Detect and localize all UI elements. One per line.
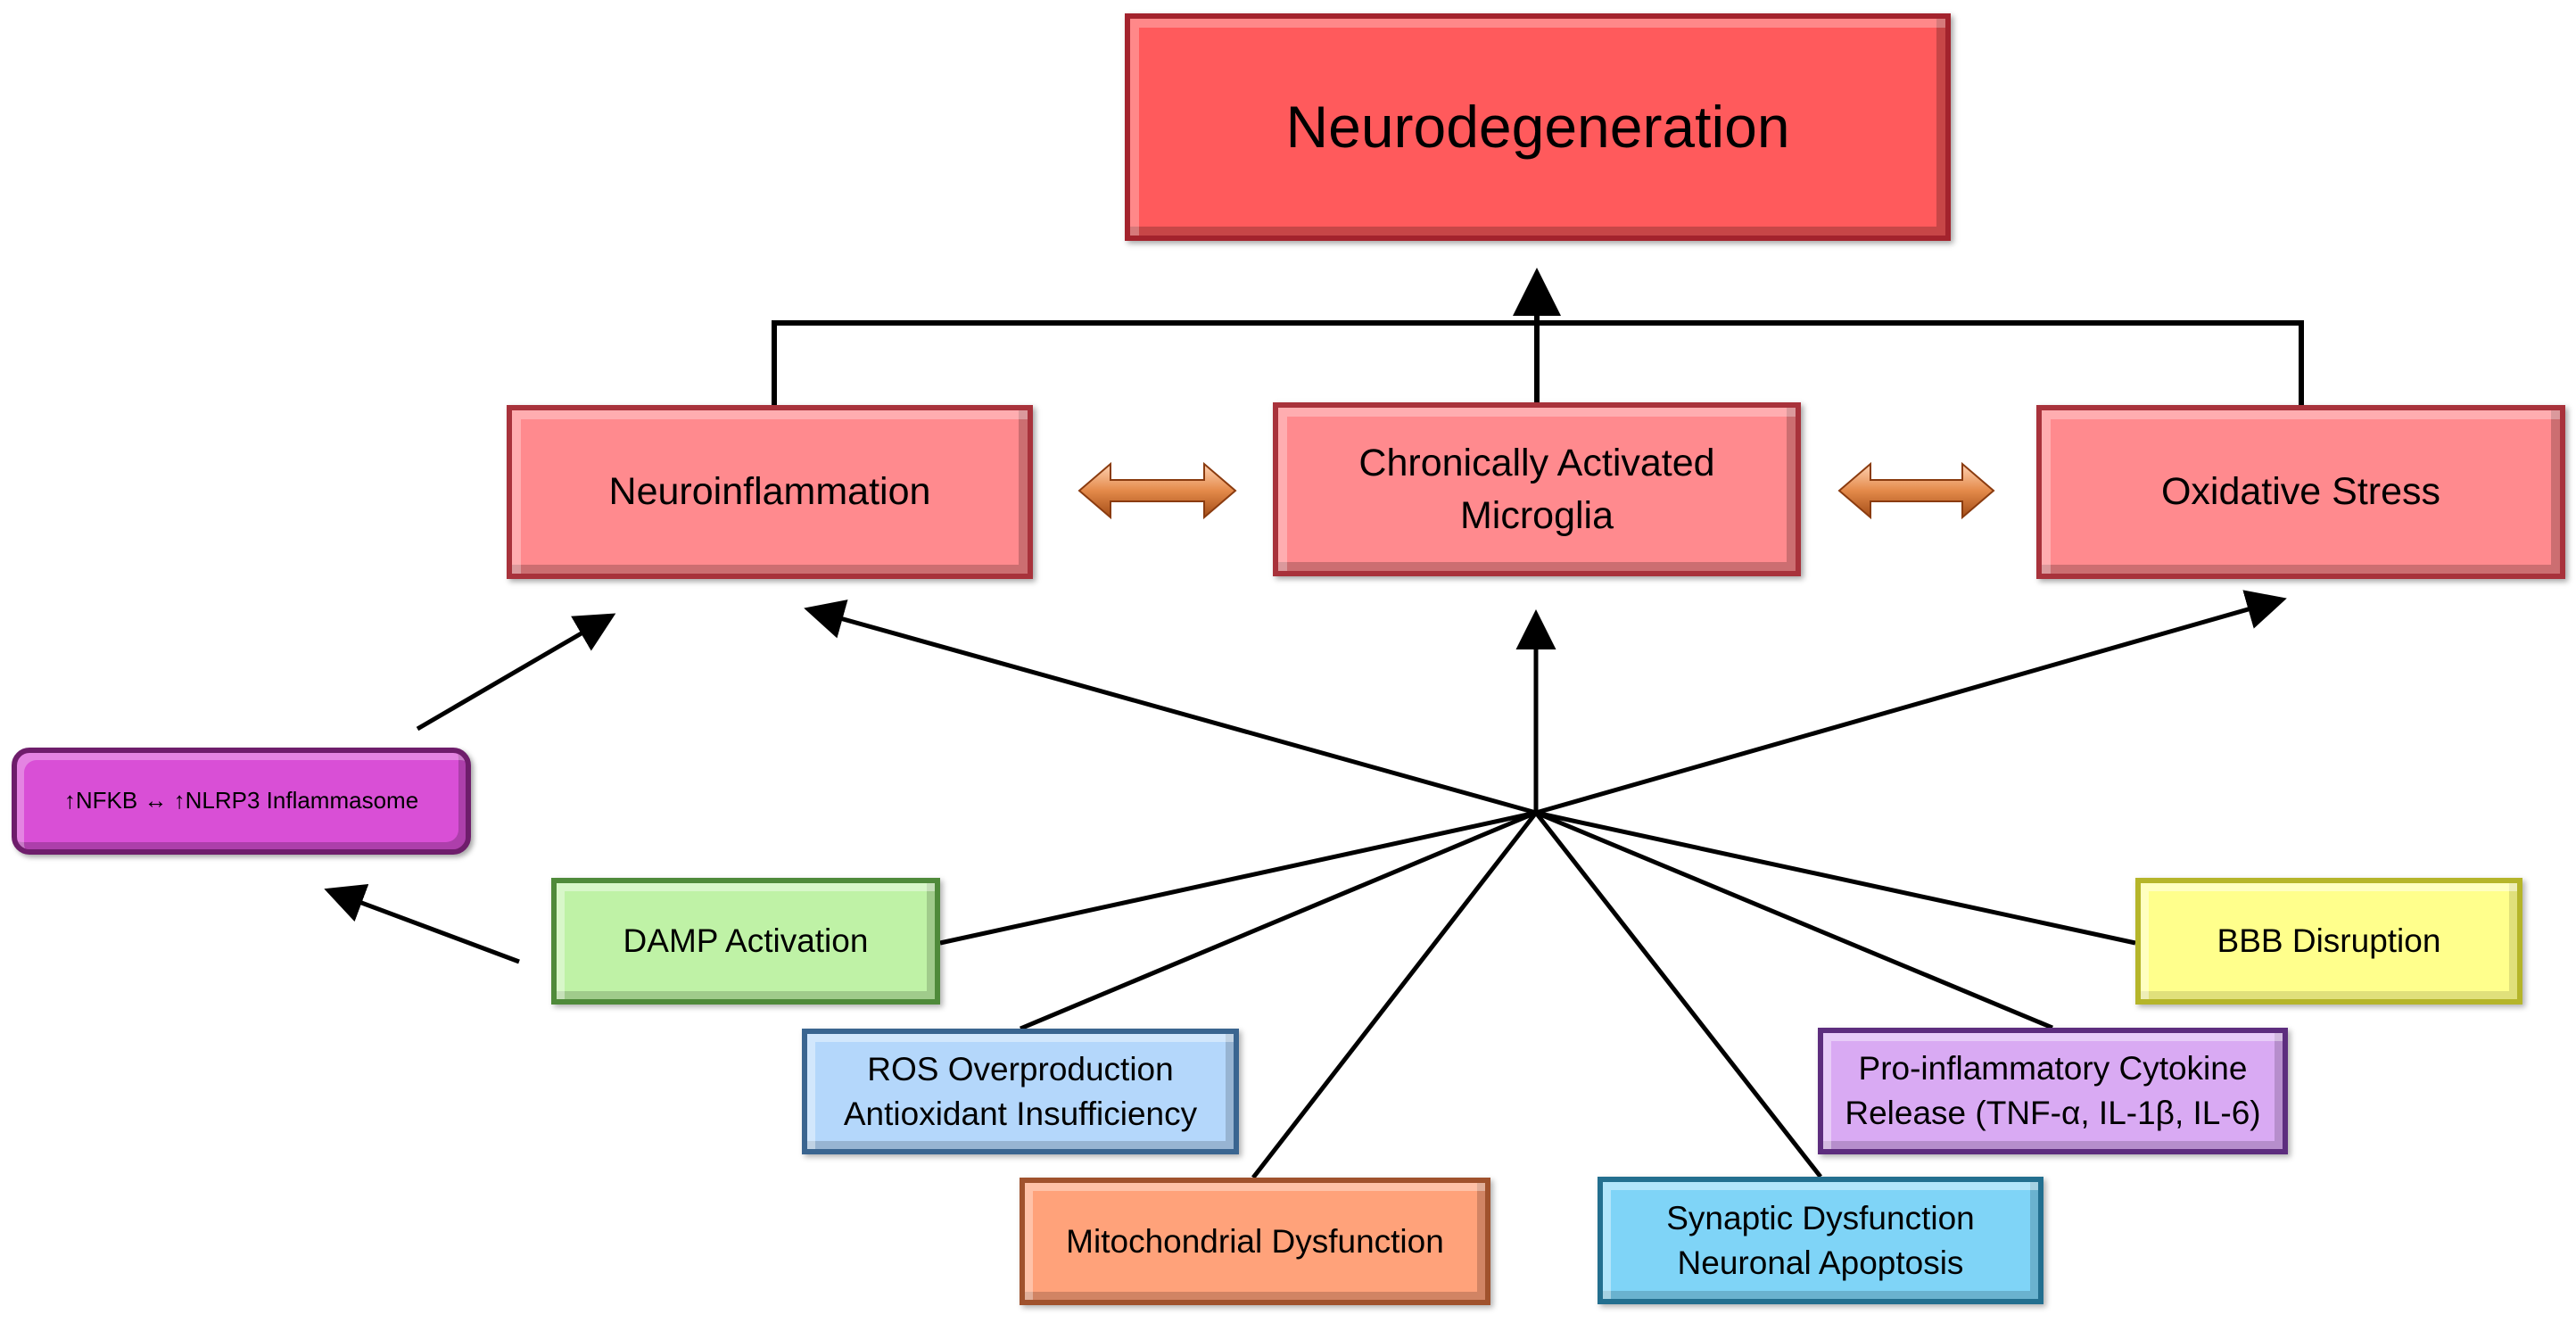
damp-activation-label: DAMP Activation bbox=[623, 922, 869, 960]
arrow-hub-to-neuroinflammation bbox=[804, 599, 1537, 815]
neurodegeneration-box: Neurodegeneration bbox=[1125, 13, 1951, 241]
neuroinflammation-box: Neuroinflammation bbox=[507, 405, 1033, 579]
mitochondrial-dysfunction-box: Mitochondrial Dysfunction bbox=[1020, 1178, 1490, 1305]
mitochondrial-dysfunction-label: Mitochondrial Dysfunction bbox=[1066, 1222, 1444, 1260]
cytokine-release-box: Pro-inflammatory Cytokine Release (TNF-α… bbox=[1818, 1028, 2288, 1154]
bbb-disruption-box: BBB Disruption bbox=[2135, 878, 2522, 1005]
neuroinflammation-label: Neuroinflammation bbox=[608, 470, 931, 514]
nfkb-nlrp3-label: ↑NFKB ↔ ↑NLRP3 Inflammasome bbox=[63, 787, 419, 814]
damp-activation-box: DAMP Activation bbox=[551, 878, 940, 1005]
double-arrow-right bbox=[1837, 461, 1995, 520]
microglia-label: Chronically Activated Microglia bbox=[1358, 442, 1715, 537]
oxidative-stress-box: Oxidative Stress bbox=[2036, 405, 2565, 579]
arrow-nfkb-to-neuroinflammation bbox=[416, 613, 616, 732]
arrow-damp-to-nfkb bbox=[324, 883, 520, 964]
bbb-disruption-label: BBB Disruption bbox=[2217, 922, 2441, 960]
microglia-box: Chronically Activated Microglia bbox=[1273, 402, 1801, 576]
cytokine-release-label: Pro-inflammatory Cytokine Release (TNF-α… bbox=[1845, 1050, 2261, 1131]
ros-overproduction-label: ROS Overproduction Antioxidant Insuffici… bbox=[843, 1050, 1198, 1132]
nfkb-nlrp3-box: ↑NFKB ↔ ↑NLRP3 Inflammasome bbox=[12, 748, 471, 855]
double-arrow-left bbox=[1077, 461, 1237, 520]
hub-lines bbox=[939, 810, 2136, 1179]
synaptic-dysfunction-label: Synaptic Dysfunction Neuronal Apoptosis bbox=[1666, 1199, 1975, 1281]
neurodegeneration-label: Neurodegeneration bbox=[1285, 93, 1790, 160]
oxidative-stress-label: Oxidative Stress bbox=[2160, 470, 2441, 514]
ros-overproduction-box: ROS Overproduction Antioxidant Insuffici… bbox=[802, 1029, 1239, 1154]
arrow-hub-to-oxidative-stress bbox=[1535, 590, 2287, 815]
synaptic-dysfunction-box: Synaptic Dysfunction Neuronal Apoptosis bbox=[1598, 1177, 2043, 1304]
